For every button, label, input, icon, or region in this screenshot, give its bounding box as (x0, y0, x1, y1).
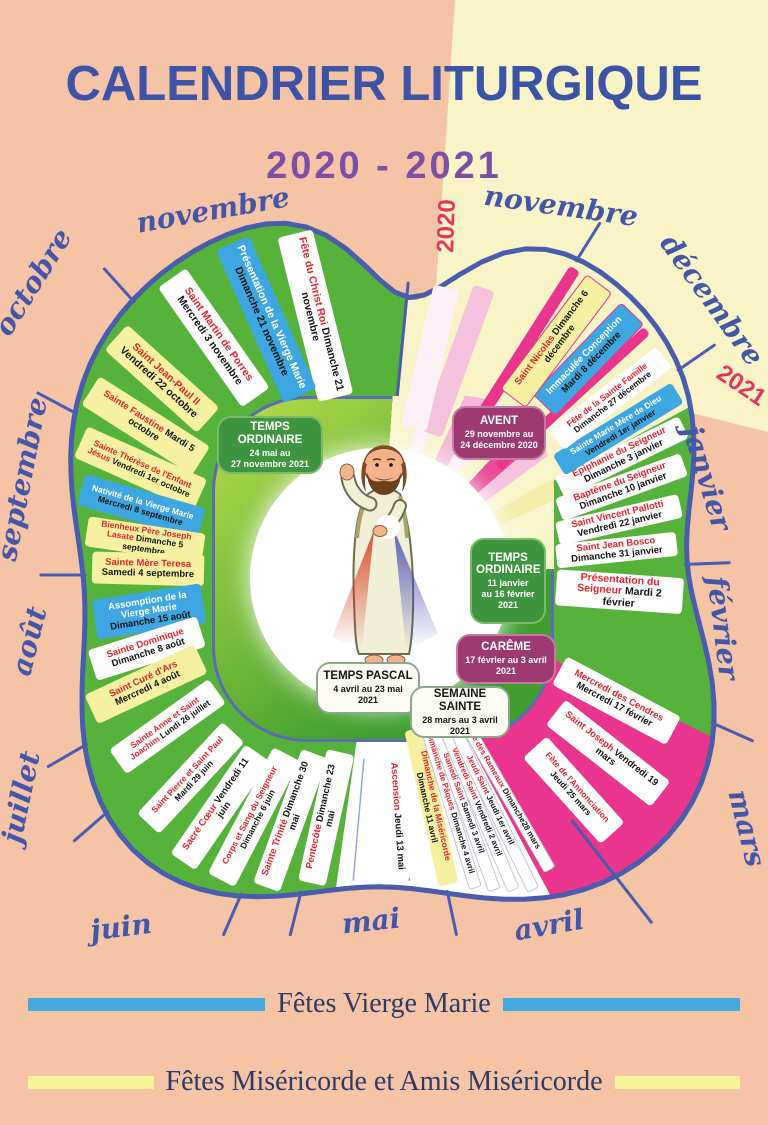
page-subtitle: 2020 - 2021 (266, 145, 502, 187)
season-title: CARÊME (481, 641, 531, 654)
legend-bar-yellow (614, 1075, 741, 1089)
season-dates: 29 novembre au (464, 429, 534, 440)
season-dates: 24 décembre 2020 (460, 440, 538, 451)
legend-bar-blue (28, 997, 266, 1011)
feast-name: Ascension (388, 762, 403, 811)
page-title: CALENDRIER LITURGIQUE (65, 57, 703, 111)
season-title: AVENT (479, 415, 519, 428)
jesus-divine-mercy-illustration (332, 445, 438, 666)
month-label-mai: mai (340, 901, 402, 941)
season-dates: au 16 février (481, 589, 535, 600)
feast-date: Jeudi 13 mai (391, 809, 407, 871)
season-dates: 28 mars au 3 avril (422, 714, 498, 725)
season-title: TEMPS ORDINAIRE (237, 421, 303, 446)
season-dates: 2021 (357, 695, 379, 706)
legend-label: Fêtes Vierge Marie (277, 988, 491, 1019)
legend-bar-blue (502, 997, 741, 1011)
season-dates: 27 novembre 2021 (230, 458, 310, 469)
season-dates: 11 janvier (487, 578, 529, 589)
legend-bar-yellow (28, 1075, 154, 1089)
legend-item-vierge-marie: Fêtes Vierge Marie (28, 988, 741, 1020)
season-dates: 24 mai au (249, 447, 291, 458)
season-dates: 2021 (497, 600, 519, 611)
legend-label: Fêtes Miséricorde et Amis Miséricorde (165, 1066, 603, 1097)
season-title: TEMPS ORDINAIRE (476, 551, 541, 577)
season-dates: 2021 (495, 666, 517, 677)
season-dates: 17 février au 3 avril (465, 655, 547, 666)
season-dates: 4 avril au 23 mai (333, 684, 403, 695)
season-title: SEMAINE SAINTE (433, 688, 487, 713)
season-dates: 2021 (449, 725, 471, 736)
year-label-2020: 2020 (432, 198, 461, 254)
legend-item-misericorde: Fêtes Miséricorde et Amis Miséricorde (28, 1066, 741, 1098)
feast-wedge: Sainte Mère Teresa Samedi 4 septembre (91, 551, 205, 587)
feast-date: Samedi 4 septembre (101, 566, 195, 581)
season-title: TEMPS PASCAL (323, 670, 413, 683)
